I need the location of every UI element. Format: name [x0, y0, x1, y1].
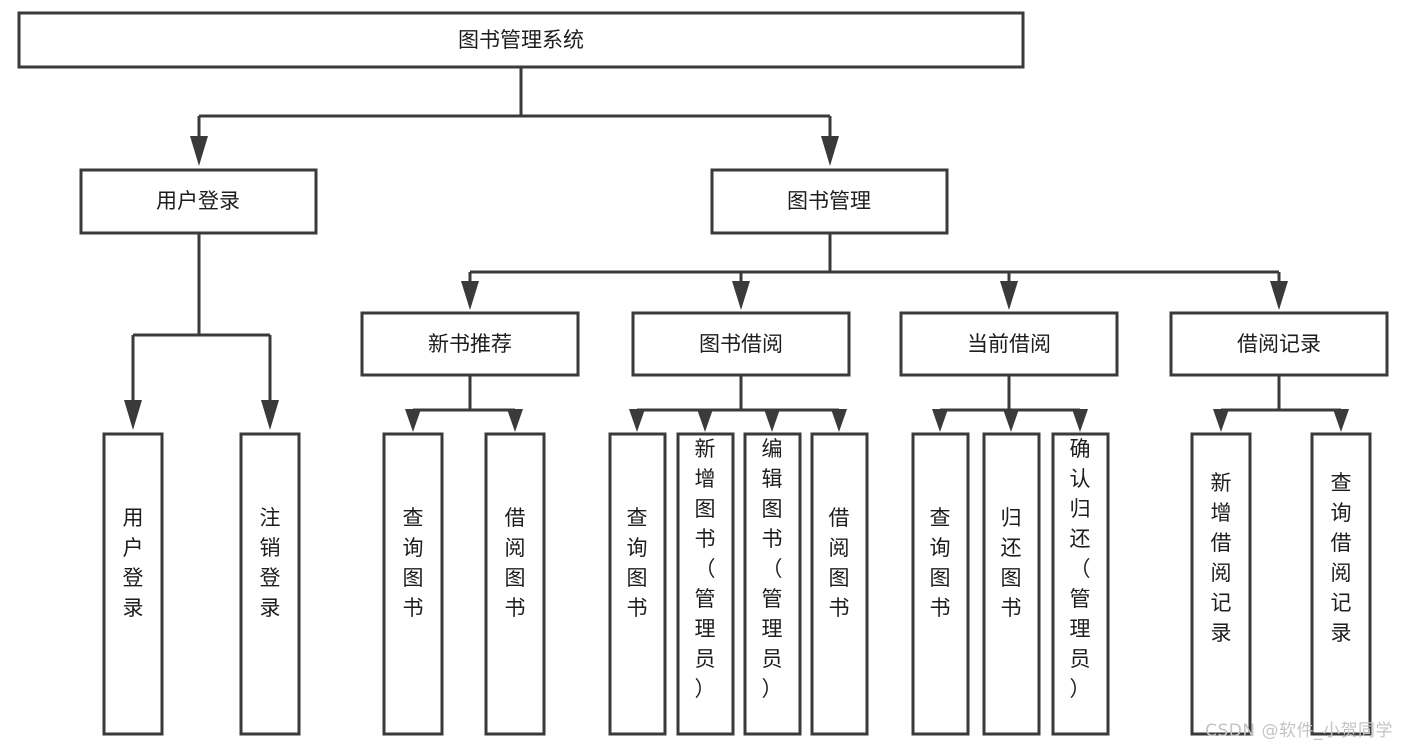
- node-leaf-query-book-recommend-box[interactable]: [382, 432, 444, 736]
- node-leaf-query-book-borrow-box[interactable]: [608, 432, 667, 736]
- edge-group-book-manage: [461, 233, 1288, 310]
- node-leaf-borrow-book-recommend-label: 借阅图书: [505, 506, 526, 620]
- node-leaf-return-book-box[interactable]: [982, 432, 1041, 736]
- node-leaf-add-book-admin-box[interactable]: [676, 432, 735, 736]
- node-leaf-query-borrow-record-box[interactable]: [1310, 432, 1372, 736]
- node-leaf-query-book-borrow-label: 查询图书: [627, 506, 648, 620]
- node-book-borrow[interactable]: 图书借阅: [631, 311, 851, 377]
- node-book-manage[interactable]: 图书管理: [710, 168, 949, 235]
- arrow-head-book-manage: [821, 136, 839, 166]
- edge-group-book-borrow: [629, 375, 847, 432]
- arrow-head-leaf-return-book: [1003, 409, 1019, 432]
- edge-group-new-book-recommend: [405, 375, 523, 432]
- arrow-head-leaf-query-book-current: [932, 409, 948, 432]
- arrow-head-leaf-confirm-return-admin: [1072, 409, 1088, 432]
- arrow-head-leaf-logout: [261, 400, 279, 430]
- node-book-manage-label: 图书管理: [787, 189, 871, 213]
- node-leaf-query-book-current-box[interactable]: [911, 432, 970, 736]
- arrow-head-leaf-query-book-recommend: [405, 409, 421, 432]
- edge-group-borrow-record: [1213, 375, 1349, 432]
- node-leaf-add-borrow-record-label: 新增借阅记录: [1211, 471, 1232, 645]
- node-leaf-add-borrow-record[interactable]: 新增借阅记录: [1190, 432, 1252, 736]
- node-new-book-recommend-box[interactable]: [360, 311, 580, 377]
- node-leaf-borrow-book[interactable]: 借阅图书: [810, 432, 869, 736]
- edge-group-current-borrow: [932, 375, 1088, 432]
- node-leaf-borrow-book-box[interactable]: [810, 432, 869, 736]
- node-leaf-query-book-current[interactable]: 查询图书: [911, 432, 970, 736]
- edge-group-user-login: [124, 233, 279, 430]
- node-leaf-logout-label: 注销登录: [260, 506, 281, 620]
- arrow-head-current-borrow: [1000, 281, 1018, 310]
- arrow-head-leaf-borrow-book: [831, 409, 847, 432]
- node-leaf-confirm-return-admin-label: 确认归还（管理员）: [1070, 437, 1091, 701]
- node-leaf-edit-book-admin[interactable]: 编辑图书（管理员）: [743, 432, 802, 736]
- node-new-book-recommend[interactable]: 新书推荐: [360, 311, 580, 377]
- arrow-head-user-login: [190, 136, 208, 166]
- arrow-head-borrow-record: [1270, 281, 1288, 310]
- node-leaf-borrow-book-recommend[interactable]: 借阅图书: [484, 432, 546, 736]
- node-book-borrow-label: 图书借阅: [699, 332, 783, 356]
- node-leaf-user-login[interactable]: 用户登录: [102, 432, 164, 736]
- node-leaf-logout[interactable]: 注销登录: [239, 432, 301, 736]
- node-new-book-recommend-label: 新书推荐: [428, 332, 512, 356]
- node-current-borrow[interactable]: 当前借阅: [899, 311, 1119, 377]
- node-leaf-edit-book-admin-label: 编辑图书（管理员）: [762, 437, 783, 701]
- arrow-head-book-borrow: [732, 281, 750, 310]
- node-borrow-record[interactable]: 借阅记录: [1169, 311, 1389, 377]
- node-user-login[interactable]: 用户登录: [79, 168, 318, 235]
- arrow-head-leaf-query-borrow-record: [1333, 409, 1349, 432]
- node-leaf-return-book-label: 归还图书: [1001, 506, 1022, 620]
- node-leaf-query-borrow-record[interactable]: 查询借阅记录: [1310, 432, 1372, 736]
- arrow-head-leaf-query-book-borrow: [629, 409, 645, 432]
- node-current-borrow-box[interactable]: [899, 311, 1119, 377]
- arrow-head-new-book-recommend: [461, 281, 479, 310]
- node-root-box[interactable]: [17, 11, 1025, 69]
- node-borrow-record-label: 借阅记录: [1237, 332, 1321, 356]
- node-leaf-confirm-return-admin[interactable]: 确认归还（管理员）: [1051, 432, 1110, 736]
- node-book-manage-box[interactable]: [710, 168, 949, 235]
- node-leaf-add-book-admin-label: 新增图书（管理员）: [695, 437, 716, 701]
- node-leaf-edit-book-admin-box[interactable]: [743, 432, 802, 736]
- arrow-head-leaf-user-login: [124, 400, 142, 430]
- arrow-head-leaf-add-book-admin: [697, 409, 713, 432]
- node-leaf-user-login-box[interactable]: [102, 432, 164, 736]
- node-leaf-borrow-book-recommend-box[interactable]: [484, 432, 546, 736]
- node-borrow-record-box[interactable]: [1169, 311, 1389, 377]
- arrow-head-leaf-borrow-book-recommend: [507, 409, 523, 432]
- node-leaf-query-book-borrow[interactable]: 查询图书: [608, 432, 667, 736]
- edge-group-root: [190, 67, 839, 166]
- node-leaf-query-borrow-record-label: 查询借阅记录: [1331, 471, 1352, 645]
- node-leaf-return-book[interactable]: 归还图书: [982, 432, 1041, 736]
- node-leaf-logout-box[interactable]: [239, 432, 301, 736]
- node-leaf-query-book-current-label: 查询图书: [930, 506, 951, 620]
- node-leaf-confirm-return-admin-box[interactable]: [1051, 432, 1110, 736]
- node-leaf-user-login-label: 用户登录: [123, 506, 144, 620]
- node-root-label: 图书管理系统: [458, 28, 584, 52]
- node-leaf-query-book-recommend[interactable]: 查询图书: [382, 432, 444, 736]
- csdn-watermark: CSDN @软件_小贺同学: [1205, 721, 1393, 741]
- node-leaf-add-borrow-record-box[interactable]: [1190, 432, 1252, 736]
- arrow-head-leaf-edit-book-admin: [764, 409, 780, 432]
- arrow-head-leaf-add-borrow-record: [1213, 409, 1229, 432]
- node-user-login-label: 用户登录: [156, 189, 240, 213]
- node-leaf-borrow-book-label: 借阅图书: [829, 506, 850, 620]
- node-leaf-query-book-recommend-label: 查询图书: [403, 506, 424, 620]
- node-leaf-add-book-admin[interactable]: 新增图书（管理员）: [676, 432, 735, 736]
- node-current-borrow-label: 当前借阅: [967, 332, 1051, 356]
- node-root[interactable]: 图书管理系统: [17, 11, 1025, 69]
- node-book-borrow-box[interactable]: [631, 311, 851, 377]
- node-user-login-box[interactable]: [79, 168, 318, 235]
